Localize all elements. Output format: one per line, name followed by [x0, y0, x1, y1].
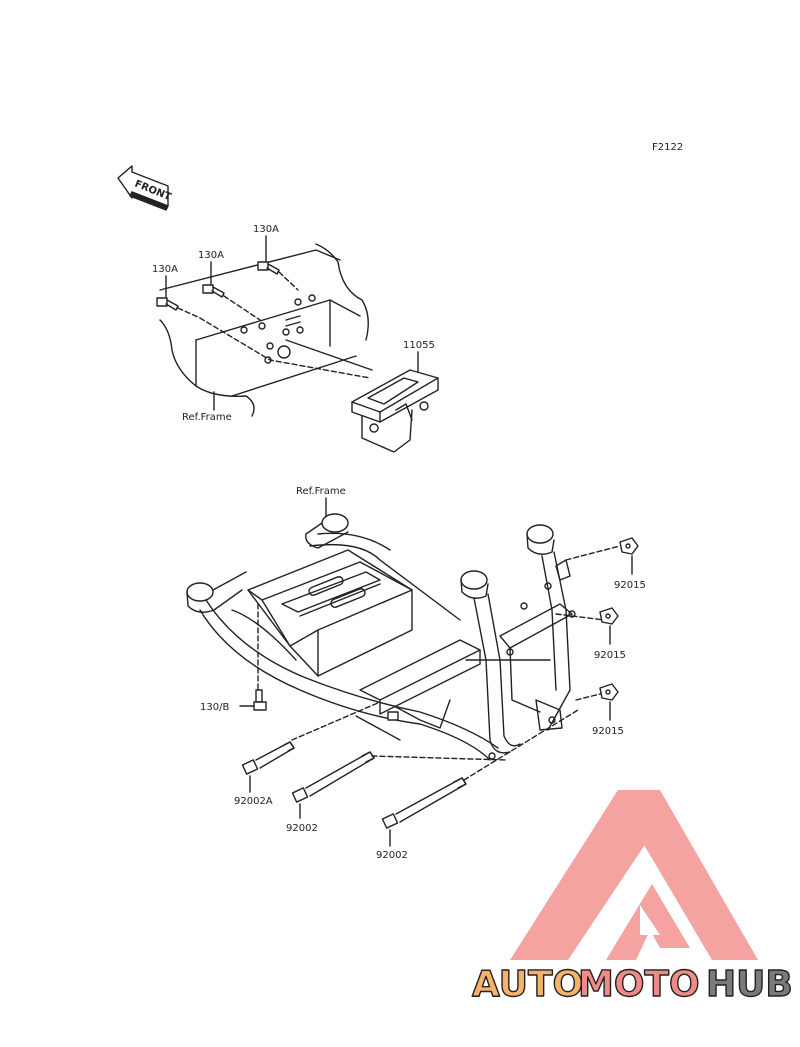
nut-92015-3-icon — [599, 683, 619, 701]
label-130a-2: 130A — [198, 250, 224, 261]
watermark-logo-icon — [510, 790, 758, 960]
nut-92015-2-icon — [599, 607, 619, 625]
watermark-hub: HUB — [706, 964, 793, 1005]
label-11055: 11055 — [403, 340, 435, 351]
label-92002a: 92002A — [234, 796, 273, 807]
figure-code: F2122 — [652, 142, 683, 153]
bolt-92002a-icon — [241, 741, 295, 775]
label-ref-frame-top: Ref.Frame — [182, 412, 232, 423]
bolt-130b-icon — [253, 689, 267, 711]
label-92002-2: 92002 — [376, 850, 408, 861]
label-ref-frame-bottom: Ref.Frame — [296, 486, 346, 497]
watermark-moto: MOTO — [578, 964, 700, 1005]
bolt-130a-1-icon — [156, 297, 179, 311]
bolt-92002-1-icon — [291, 751, 375, 803]
label-130a-1: 130A — [152, 264, 178, 275]
bracket-11055 — [351, 369, 439, 453]
bolt-130a-2-icon — [202, 284, 225, 298]
watermark-auto: AUTO — [472, 964, 583, 1005]
nut-92015-1-icon — [619, 537, 639, 555]
label-92002-1: 92002 — [286, 823, 318, 834]
label-92015-3: 92015 — [592, 726, 624, 737]
upper-frame-section — [159, 243, 369, 417]
bolt-130a-3-icon — [257, 261, 280, 275]
label-92015-1: 92015 — [614, 580, 646, 591]
bolt-92002-2-icon — [381, 777, 467, 829]
label-130a-3: 130A — [253, 224, 279, 235]
label-92015-2: 92015 — [594, 650, 626, 661]
lower-frame — [186, 513, 576, 761]
label-130b: 130/B — [200, 702, 229, 713]
front-arrow-icon — [117, 165, 169, 211]
